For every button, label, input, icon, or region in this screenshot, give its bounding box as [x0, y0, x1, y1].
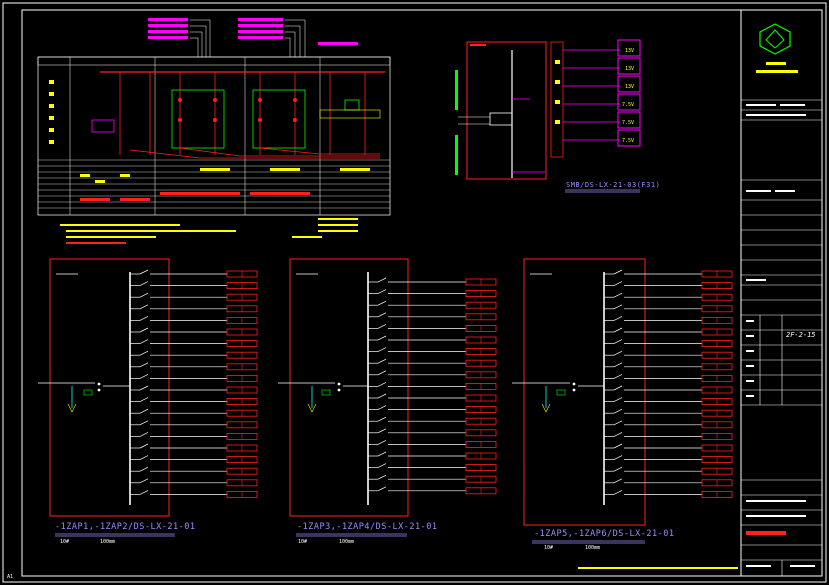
panel-2	[278, 258, 409, 517]
feeder-row	[604, 408, 733, 417]
company-logo-icon	[759, 23, 791, 55]
panel-3-caption: -1ZAP5,-1ZAP6/DS-LX-21-01	[534, 529, 675, 539]
main-distribution-schematic	[37, 18, 391, 244]
panel-1-sub-size: 100mm	[100, 539, 116, 545]
feeder-row	[130, 316, 258, 324]
feeder-row	[604, 292, 733, 301]
feeder-row	[130, 362, 258, 371]
feeder-row	[130, 269, 258, 278]
meter-value-6: 7.5V	[622, 138, 635, 144]
feeder-row	[604, 281, 733, 290]
panel-3-feeders	[604, 269, 733, 498]
corner-mark: A1	[7, 574, 14, 580]
feeder-row	[368, 312, 497, 321]
feeder-row	[604, 327, 733, 336]
feeder-row	[130, 420, 258, 429]
feeder-row	[604, 490, 733, 498]
panel-1	[38, 258, 170, 517]
feeder-row	[368, 324, 497, 332]
feeder-row	[368, 463, 497, 472]
feeder-row	[368, 277, 497, 286]
feeder-row	[368, 451, 497, 460]
panel-1-caption: -1ZAP1,-1ZAP2/DS-LX-21-01	[55, 522, 196, 532]
smb-diagram	[455, 39, 641, 180]
feeder-row	[130, 490, 258, 498]
meter-value-2: 13V	[625, 66, 635, 72]
feeder-row	[130, 397, 258, 406]
feeder-row	[130, 304, 258, 313]
feeder-row	[368, 347, 497, 356]
feeder-row	[368, 474, 497, 483]
feeder-row	[368, 428, 497, 437]
meter-value-3: 13V	[625, 84, 635, 90]
feeder-row	[130, 385, 258, 394]
feeder-row	[368, 486, 497, 495]
feeder-row	[604, 466, 733, 475]
smb-caption: SMB/DS-LX-21-03(F31)	[566, 181, 661, 189]
title-block	[740, 10, 822, 576]
feeder-row	[604, 304, 733, 313]
feeder-row	[604, 350, 733, 359]
feeder-row	[368, 358, 497, 367]
feeder-row	[130, 292, 258, 301]
panel-2-sub-prefix: 10#	[298, 539, 308, 545]
panel-1-sub-prefix: 10#	[60, 539, 70, 545]
feeder-row	[604, 339, 733, 348]
feeder-row	[604, 455, 733, 464]
panel-3-sub-prefix: 10#	[544, 545, 554, 551]
feeder-row	[130, 408, 258, 417]
revision-mark: 2F-2-15	[786, 331, 816, 339]
feeder-row	[604, 316, 733, 324]
feeder-row	[368, 393, 497, 402]
feeder-row	[604, 420, 733, 429]
feeder-row	[604, 385, 733, 394]
feeder-row	[368, 382, 497, 390]
panel-2-sub-size: 100mm	[339, 539, 355, 545]
feeder-row	[130, 466, 258, 475]
panel-1-feeders	[130, 269, 258, 498]
feeder-row	[604, 397, 733, 406]
inner-frame	[21, 9, 823, 577]
feeder-row	[368, 370, 497, 379]
feeder-row	[604, 443, 733, 452]
feeder-row	[130, 281, 258, 290]
feeder-row	[130, 327, 258, 336]
feeder-row	[130, 350, 258, 359]
meter-value-5: 7.5V	[622, 120, 635, 126]
feeder-row	[368, 440, 497, 448]
feeder-row	[130, 374, 258, 382]
feeder-row	[130, 478, 258, 487]
panel-2-caption: -1ZAP3,-1ZAP4/DS-LX-21-01	[297, 522, 438, 532]
feeder-row	[130, 455, 258, 464]
meter-value-4: 7.5V	[622, 102, 635, 108]
feeder-row	[604, 432, 733, 440]
feeder-row	[368, 335, 497, 344]
feeder-row	[368, 416, 497, 425]
meter-value-1: 13V	[625, 48, 635, 54]
feeder-row	[368, 289, 497, 298]
feeder-row	[604, 269, 733, 278]
panel-3-sub-size: 100mm	[585, 545, 601, 551]
feeder-row	[604, 362, 733, 371]
panel-3	[512, 258, 646, 526]
feeder-row	[368, 405, 497, 414]
feeder-row	[368, 300, 497, 309]
feeder-row	[604, 374, 733, 382]
panel-2-feeders	[368, 277, 497, 495]
feeder-row	[130, 443, 258, 452]
feeder-row	[130, 339, 258, 348]
feeder-row	[604, 478, 733, 487]
feeder-row	[130, 432, 258, 440]
